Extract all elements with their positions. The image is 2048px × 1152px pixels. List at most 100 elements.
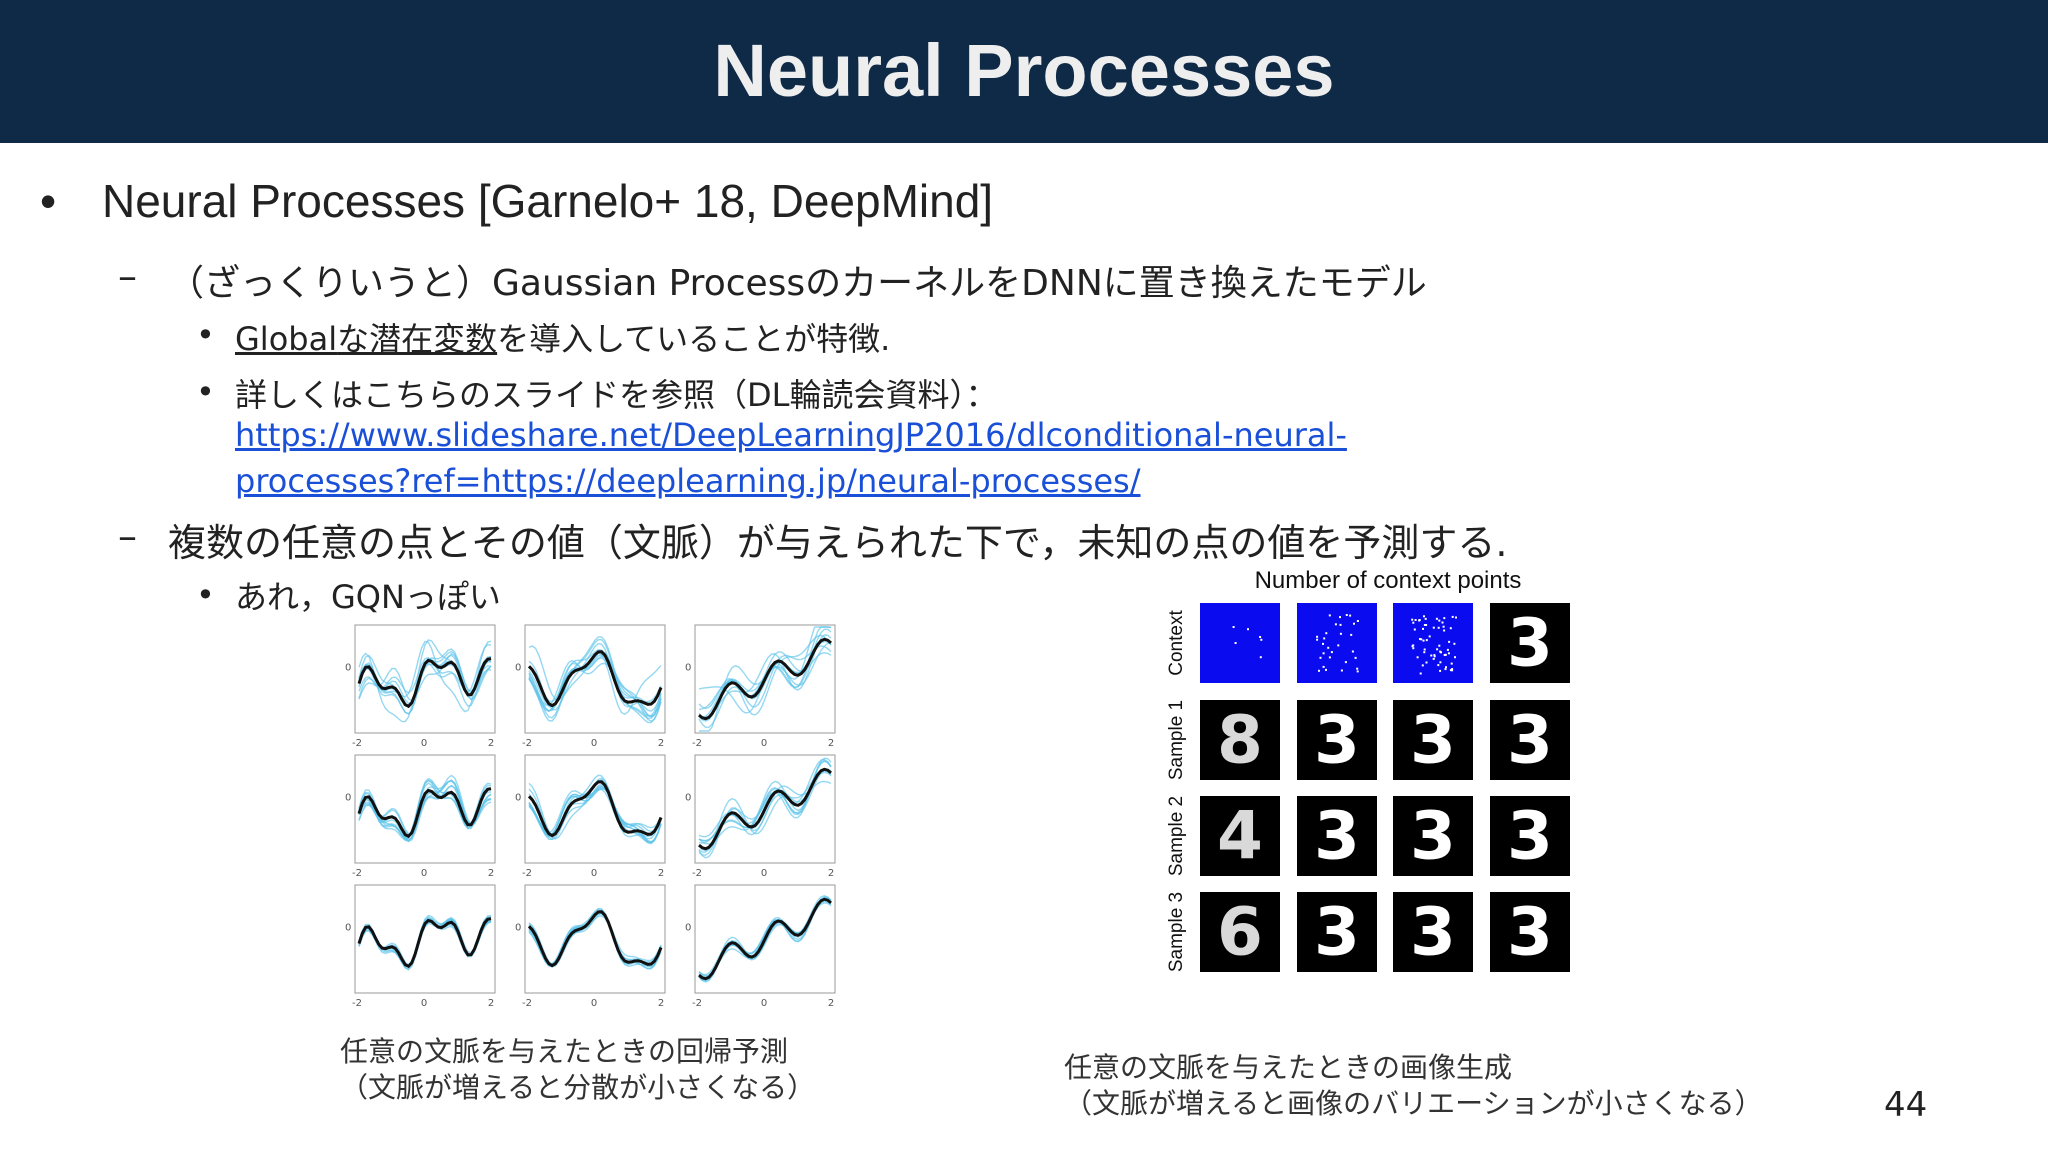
row-label: Sample 1: [1166, 700, 1187, 780]
context-pixel: [1451, 615, 1454, 618]
digit-cell: 6: [1200, 892, 1280, 972]
context-pixel: [1420, 638, 1423, 641]
true-function-curve: [527, 780, 663, 838]
context-pixel: [1455, 616, 1457, 619]
bullet-marker: •: [196, 316, 215, 354]
context-pixel: [1412, 621, 1415, 624]
digit-glyph: 3: [1314, 701, 1360, 778]
context-pixel: [1438, 644, 1441, 647]
digit-cell: 3: [1490, 796, 1570, 876]
context-pixel: [1349, 614, 1352, 617]
context-pixel: [1443, 629, 1446, 632]
context-pixel: [1247, 628, 1249, 631]
x-tick-label: 0: [421, 998, 427, 1009]
context-pixel: [1328, 656, 1331, 659]
x-tick-label: -2: [522, 738, 532, 749]
digit-cell: 4: [1200, 796, 1280, 876]
x-tick-label: 2: [488, 738, 494, 749]
context-pixel: [1322, 665, 1325, 668]
context-pixel: [1319, 656, 1322, 659]
x-tick-label: -2: [522, 998, 532, 1009]
context-pixel: [1351, 650, 1354, 653]
x-tick-label: 2: [488, 998, 494, 1009]
context-pixel: [1439, 669, 1442, 672]
slide-title: Neural Processes: [713, 29, 1335, 112]
digit-cell: 3: [1490, 603, 1570, 683]
context-pixel: [1339, 632, 1342, 635]
digit-glyph: 3: [1410, 893, 1456, 970]
context-pixel: [1451, 668, 1454, 670]
x-tick-label: 2: [828, 738, 834, 749]
context-pixel: [1433, 655, 1436, 658]
x-tick-label: -2: [692, 738, 702, 749]
context-pixel: [1453, 642, 1456, 645]
sample-curve: [358, 774, 492, 842]
regression-panel: [524, 754, 666, 864]
digit-glyph: 3: [1507, 604, 1553, 681]
x-tick-label: -2: [352, 998, 362, 1009]
digit-cell: 3: [1393, 700, 1473, 780]
y-tick-label: 0: [345, 662, 351, 673]
regression-panel: [354, 754, 496, 864]
digit-glyph: 3: [1314, 797, 1360, 874]
digit-cell: 3: [1297, 892, 1377, 972]
digit-cell: [1297, 603, 1377, 683]
context-pixel: [1423, 624, 1426, 626]
context-pixel: [1316, 635, 1319, 638]
context-pixel: [1260, 638, 1263, 641]
y-tick-label: 0: [685, 662, 691, 673]
sub-bullet-prediction: 複数の任意の点とその値（文脈）が与えられた下で，未知の点の値を予測する.: [168, 521, 1508, 565]
x-tick-label: -2: [352, 868, 362, 879]
sample-curve: [698, 651, 832, 729]
digit-glyph: 3: [1507, 893, 1553, 970]
context-pixel: [1423, 648, 1426, 651]
true-function-curve: [698, 767, 832, 851]
context-pixel: [1451, 669, 1454, 672]
digit-cell: [1393, 603, 1473, 683]
x-tick-label: 0: [591, 738, 597, 749]
x-tick-label: 0: [421, 738, 427, 749]
context-pixel: [1419, 672, 1422, 675]
context-pixel: [1439, 661, 1442, 664]
bullet-main-text: Neural Processes [Garnelo+ 18, DeepMind]: [102, 175, 994, 227]
context-pixel: [1442, 625, 1445, 628]
row-label: Sample 2: [1166, 796, 1187, 876]
y-tick-label: 0: [685, 922, 691, 933]
slideshare-link-line1[interactable]: https://www.slideshare.net/DeepLearningJ…: [235, 416, 1347, 454]
context-pixel: [1422, 639, 1425, 642]
sample-curve: [528, 638, 662, 720]
y-tick-label: 0: [515, 922, 521, 933]
global-rest-text: を導入していることが特徴.: [497, 320, 891, 358]
context-pixel: [1428, 635, 1431, 638]
sample-curve: [528, 774, 662, 841]
regression-panel: [694, 884, 836, 994]
context-pixel: [1440, 651, 1442, 654]
y-tick-label: 0: [515, 662, 521, 673]
context-pixel: [1322, 642, 1324, 645]
x-tick-label: 2: [828, 868, 834, 879]
regression-panel: [354, 624, 496, 734]
context-pixel: [1437, 626, 1440, 629]
y-tick-label: 0: [685, 792, 691, 803]
context-pixel: [1447, 652, 1450, 655]
sub-sub-bullet-global: Globalな潜在変数を導入していることが特徴.: [235, 314, 890, 360]
digit-cell: 3: [1297, 796, 1377, 876]
context-pixel: [1234, 642, 1237, 644]
image-caption-line2: （文脈が増えると画像のバリエーションが小さくなる）: [1064, 1087, 1763, 1120]
x-tick-label: 0: [421, 868, 427, 879]
context-pixel: [1327, 646, 1330, 649]
context-pixel: [1330, 651, 1333, 654]
sample-curve: [528, 655, 662, 723]
context-pixel: [1435, 617, 1438, 620]
x-tick-label: 0: [591, 868, 597, 879]
sample-curve: [358, 914, 492, 968]
context-pixel: [1444, 653, 1447, 656]
context-pixel: [1438, 619, 1441, 622]
context-pixel: [1454, 656, 1456, 659]
sample-curve: [528, 636, 662, 724]
x-tick-label: 2: [658, 868, 664, 879]
context-pixel: [1414, 619, 1417, 621]
slideshare-link-line2[interactable]: processes?ref=https://deeplearning.jp/ne…: [235, 462, 1141, 500]
context-pixel: [1449, 627, 1452, 630]
context-pixel: [1450, 662, 1453, 665]
